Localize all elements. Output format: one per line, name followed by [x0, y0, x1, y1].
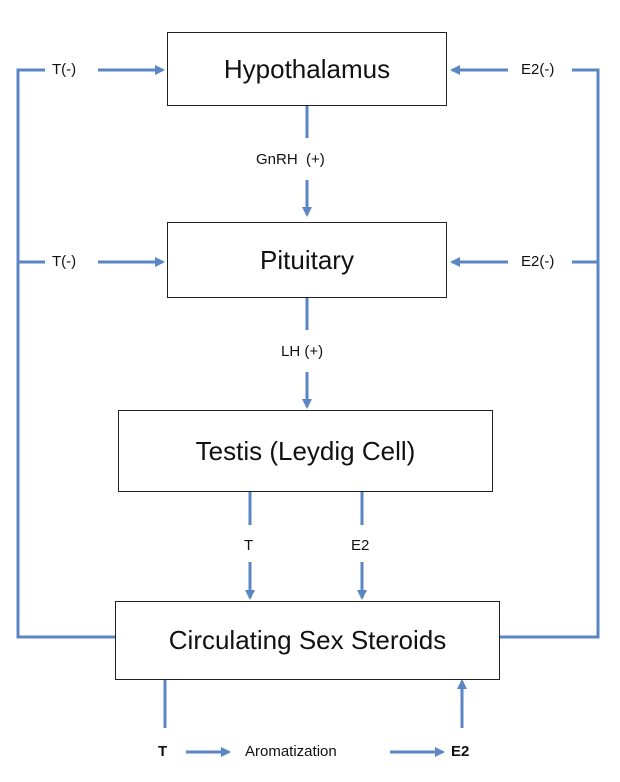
right-feedback-line [500, 68, 600, 639]
left-feedback-line [16, 68, 115, 639]
e2-neg-pituitary-label: E2(-) [521, 253, 555, 270]
circulating-box: Circulating Sex Steroids [115, 601, 500, 680]
testis-box: Testis (Leydig Cell) [118, 410, 493, 492]
circulating-label: Circulating Sex Steroids [168, 625, 447, 655]
pituitary-box: Pituitary [167, 222, 447, 298]
testis-e2-label: E2 [351, 537, 370, 554]
t-neg-pituitary-label: T(-) [52, 253, 77, 270]
pituitary-label: Pituitary [260, 244, 354, 275]
aromatization-e2-label: E2 [451, 743, 470, 760]
aromatization-label: Aromatization [245, 743, 337, 760]
testis-label: Testis (Leydig Cell) [195, 435, 416, 466]
hypothalamus-box: Hypothalamus [167, 32, 447, 106]
aromatization-t-label: T [158, 743, 168, 760]
lh-label: LH (+) [281, 343, 324, 360]
testis-t-label: T [244, 537, 254, 554]
e2-neg-hypothalamus-label: E2(-) [521, 61, 555, 78]
hypothalamus-label: Hypothalamus [223, 53, 391, 84]
t-neg-hypothalamus-label: T(-) [52, 61, 77, 78]
gnrh-label: GnRH (+) [256, 151, 325, 168]
